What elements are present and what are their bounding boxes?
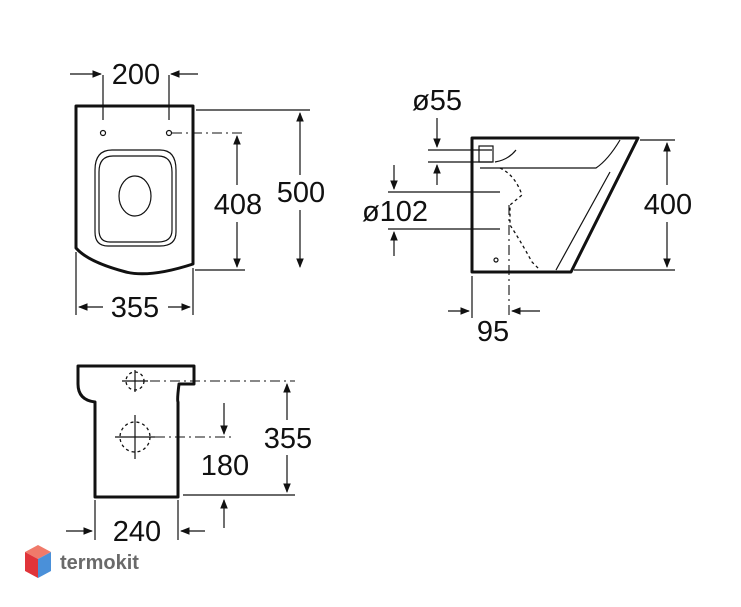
- bolt-hole-left: [99, 129, 107, 137]
- seat-ring: [94, 149, 177, 247]
- dim-inlet-diameter: ø102: [362, 196, 428, 228]
- dim-drain-offset: 180: [201, 450, 249, 482]
- side-view: ø55 ø102 400 95: [362, 85, 692, 348]
- bowl-opening: [118, 175, 152, 217]
- drain-symbol-lower: [115, 415, 155, 459]
- termokit-logo-icon: [25, 545, 51, 578]
- side-view-outline: [470, 136, 640, 274]
- dim-height: 400: [644, 189, 692, 221]
- bolt-hole-right: [165, 129, 173, 137]
- inner-slope: [555, 171, 611, 271]
- bottom-view-outline: [76, 364, 196, 499]
- seat-ring-inner: [98, 155, 173, 243]
- bottom-view: 355 180 240: [66, 364, 312, 548]
- outlet-curve: [494, 149, 517, 163]
- dim-total-width: 355: [111, 292, 159, 324]
- dim-bolt-spacing: 408: [214, 189, 262, 221]
- water-trap: [499, 167, 541, 271]
- drain-hole: [493, 257, 499, 263]
- drain-symbol-upper: [122, 370, 148, 392]
- brand-name: termokit: [60, 552, 139, 574]
- dim-rear-offset: 95: [477, 316, 509, 348]
- top-view-outline: [74, 104, 195, 276]
- outlet-port: [478, 145, 494, 163]
- top-view: 200 408 500 355: [70, 59, 325, 324]
- watermark: termokit: [25, 545, 139, 578]
- dim-base-width: 240: [113, 516, 161, 548]
- dim-top-width: 200: [112, 59, 160, 91]
- dim-total-length: 500: [277, 177, 325, 209]
- inner-profile: [480, 139, 621, 169]
- dim-outlet-diameter: ø55: [412, 85, 462, 117]
- dim-base-length: 355: [264, 423, 312, 455]
